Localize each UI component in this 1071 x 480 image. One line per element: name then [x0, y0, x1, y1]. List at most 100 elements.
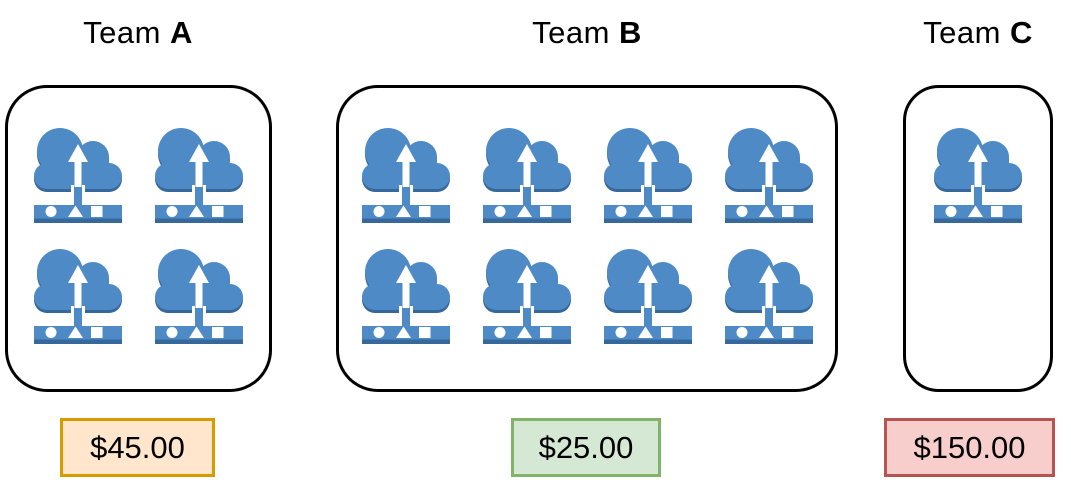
team-title-prefix: Team — [83, 15, 171, 50]
triangle-glyph — [758, 326, 774, 338]
cloud-upload-icon — [361, 249, 450, 344]
triangle-glyph — [68, 326, 83, 338]
cloud-body — [603, 249, 692, 310]
stem — [522, 304, 531, 326]
square-glyph — [660, 206, 672, 217]
team-a-container — [5, 85, 272, 392]
circle-glyph — [373, 206, 384, 217]
cloud-upload-icon — [155, 128, 243, 223]
cloud-upload-icon — [934, 128, 1022, 223]
circle-glyph — [615, 327, 626, 338]
arrow-shaft — [644, 161, 651, 187]
arrow-shaft — [402, 282, 409, 308]
stem — [522, 183, 531, 205]
square-glyph — [91, 206, 103, 217]
price-label: $25.00 — [538, 429, 634, 465]
stem — [643, 304, 652, 326]
square-glyph — [212, 327, 224, 338]
arrow-head-icon — [516, 265, 537, 283]
square-glyph — [781, 206, 793, 217]
cloud-upload-icon — [482, 249, 571, 344]
cloud-upload-icon — [155, 249, 243, 344]
team-title-letter: A — [170, 15, 193, 50]
square-glyph — [539, 327, 551, 338]
arrow-shaft — [974, 161, 982, 187]
arrow-shaft — [402, 161, 409, 187]
team-c-price-tag: $150.00 — [884, 418, 1055, 477]
triangle-glyph — [516, 326, 532, 338]
circle-glyph — [45, 206, 57, 217]
arrow-shaft — [74, 161, 82, 187]
circle-glyph — [373, 327, 384, 338]
team-c-title: Team C — [903, 13, 1053, 53]
team-b-container — [336, 85, 838, 392]
stem — [764, 304, 773, 326]
triangle-glyph — [968, 205, 983, 217]
square-glyph — [418, 206, 430, 217]
circle-glyph — [615, 206, 626, 217]
circle-glyph — [45, 327, 57, 338]
circle-glyph — [736, 206, 747, 217]
arrow-head-icon — [395, 265, 416, 283]
stem — [764, 183, 773, 205]
arrow-shaft — [765, 282, 772, 308]
team-c-container — [903, 85, 1053, 392]
arrow-head-icon — [758, 144, 779, 162]
triangle-glyph — [189, 205, 204, 217]
arrow-shaft — [74, 282, 82, 308]
circle-glyph — [166, 327, 178, 338]
circle-glyph — [166, 206, 178, 217]
square-glyph — [539, 206, 551, 217]
stem — [195, 304, 203, 326]
triangle-glyph — [637, 326, 653, 338]
arrow-head-icon — [189, 144, 209, 162]
stem — [74, 304, 82, 326]
cloud-body — [482, 249, 571, 310]
square-glyph — [991, 206, 1003, 217]
stem — [195, 183, 203, 205]
arrow-shaft — [523, 282, 530, 308]
cloud-upload-icon — [361, 128, 450, 223]
arrow-shaft — [195, 282, 203, 308]
square-glyph — [781, 327, 793, 338]
team-title-prefix: Team — [923, 15, 1011, 50]
team-title-prefix: Team — [532, 15, 620, 50]
cloud-upload-icon — [34, 128, 122, 223]
circle-glyph — [736, 327, 747, 338]
square-glyph — [212, 206, 224, 217]
arrow-head-icon — [395, 144, 416, 162]
stem — [643, 183, 652, 205]
triangle-glyph — [516, 205, 532, 217]
cloud-upload-icon — [724, 128, 813, 223]
arrow-shaft — [644, 282, 651, 308]
circle-glyph — [494, 327, 505, 338]
team-title-letter: C — [1010, 15, 1033, 50]
circle-glyph — [494, 206, 505, 217]
price-label: $150.00 — [913, 429, 1026, 465]
arrow-shaft — [523, 161, 530, 187]
arrow-head-icon — [637, 265, 658, 283]
arrow-shaft — [195, 161, 203, 187]
arrow-head-icon — [968, 144, 988, 162]
arrow-shaft — [765, 161, 772, 187]
square-glyph — [660, 327, 672, 338]
triangle-glyph — [68, 205, 83, 217]
square-glyph — [418, 327, 430, 338]
square-glyph — [91, 327, 103, 338]
stem — [974, 183, 982, 205]
cloud-upload-icon — [603, 128, 692, 223]
triangle-glyph — [758, 205, 774, 217]
team-c-icon-grid — [906, 88, 1050, 223]
triangle-glyph — [395, 205, 411, 217]
team-b-title: Team B — [336, 13, 838, 53]
team-a-price-tag: $45.00 — [60, 418, 215, 477]
arrow-head-icon — [637, 144, 658, 162]
arrow-head-icon — [68, 144, 88, 162]
team-title-letter: B — [619, 15, 642, 50]
stem — [401, 304, 410, 326]
arrow-head-icon — [758, 265, 779, 283]
stem — [401, 183, 410, 205]
triangle-glyph — [189, 326, 204, 338]
triangle-glyph — [395, 326, 411, 338]
